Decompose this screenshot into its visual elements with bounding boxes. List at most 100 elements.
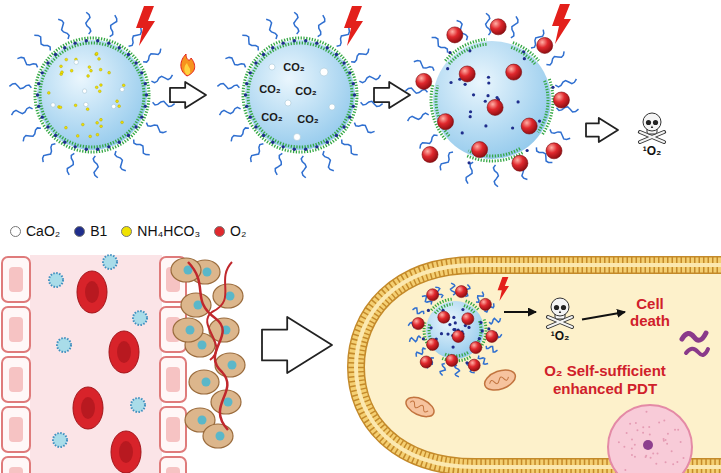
broken-shell [431,84,445,139]
red-blood-cell [77,271,107,313]
result-label: Cell death [628,293,672,331]
b1-dot [118,140,121,143]
chromatin [631,439,633,441]
b1-dot [254,61,257,64]
cao2-dot [84,102,88,106]
cao2-dot [120,87,124,91]
oxygen-sphere [468,359,480,371]
co2-bubble [269,64,275,70]
peg-chain [129,28,142,46]
b1-dot [63,46,66,49]
chromatin [626,432,628,434]
chromatin [645,411,647,413]
nh4hco3-dot [65,58,68,61]
b1-dot [245,105,248,108]
b1-dot [46,61,49,64]
peg-chain [351,49,369,63]
oxygen-sphere [455,286,467,298]
nucleolus [643,440,653,450]
skull-nose [559,311,561,314]
b1-dot [244,93,247,96]
mitochondrion [403,393,437,420]
nh4hco3-dot [95,52,98,55]
b1-dot [484,124,487,127]
oxygen-sphere [470,342,482,354]
oxygen-sphere [427,289,439,301]
nanoparticle [9,12,174,178]
chromatin [666,443,668,445]
b1-dot [551,86,554,89]
oxygen-sphere [521,118,537,134]
oxygen-sphere [447,27,463,43]
b1-dot [326,46,329,49]
tumour-cell [215,353,245,377]
b1-dot [538,120,541,123]
peg-chain [110,15,117,36]
tumour-cell [203,424,233,448]
vessel-lumen [30,255,162,473]
peg-chain [354,123,374,133]
oxygen-sphere [537,37,553,53]
chromatin [636,429,638,431]
b1-dot [353,93,356,96]
peg-chain [318,15,325,36]
lipid-shell [35,38,149,152]
broken-shell [538,81,548,132]
b1-dot [522,50,525,53]
peg-chain [242,35,258,50]
chromatin [642,426,644,428]
b1-dot [461,308,464,311]
endothelial-cell [160,357,186,402]
b1-dot [73,145,76,148]
broken-shell [476,321,481,345]
oxygen-sphere [422,147,438,163]
peg-chain [251,144,264,162]
cao2-dot [82,89,86,93]
endothelial-nucleus [9,467,23,473]
endothelial-nucleus [166,417,180,442]
oxygen-sphere [490,19,506,35]
endothelial-nucleus [166,367,180,392]
skull-eye [561,305,566,310]
b1-dot [487,327,490,330]
legend-swatch [121,226,132,237]
peg-chain [225,57,245,67]
b1-dot [85,39,88,42]
tumour-cell [213,284,243,308]
endothelial-cell [160,407,186,452]
skull-head [643,113,661,131]
peg-chain [143,49,161,63]
light-bolt [552,4,571,44]
cao2-dot [74,60,78,64]
nh4hco3-dot [108,71,111,74]
endoplasmic-reticulum [686,349,708,355]
oxygen-sphere [438,311,450,323]
gas-label: CO₂ [261,111,282,123]
nh4hco3-dot [61,71,64,74]
chromatin [631,454,633,456]
b1-dot [127,134,130,137]
nh4hco3-dot [122,84,125,87]
tumour-cell-nucleus [216,432,225,441]
b1-dot [41,71,44,74]
nh4hco3-dot [74,104,77,107]
heat-flame [181,54,195,76]
circulating-nanoparticle [103,255,117,269]
oxygen-sphere [412,318,424,330]
b1-dot [342,125,345,128]
peg-chain [550,129,570,139]
peg-chain [220,107,241,115]
peg-chain [451,283,456,295]
nh4hco3-dot [76,134,79,137]
process-arrow [374,82,410,108]
legend-text: CaO₂ [26,223,60,239]
particle-core [426,301,484,359]
chromatin [663,438,665,440]
oxygen-sphere [427,338,439,350]
oxygen-sphere [472,142,488,158]
peg-chain [17,57,37,67]
legend-swatch [10,226,21,237]
peg-chain [301,156,306,178]
b1-dot [254,125,257,128]
red-blood-cell-center [85,281,99,303]
